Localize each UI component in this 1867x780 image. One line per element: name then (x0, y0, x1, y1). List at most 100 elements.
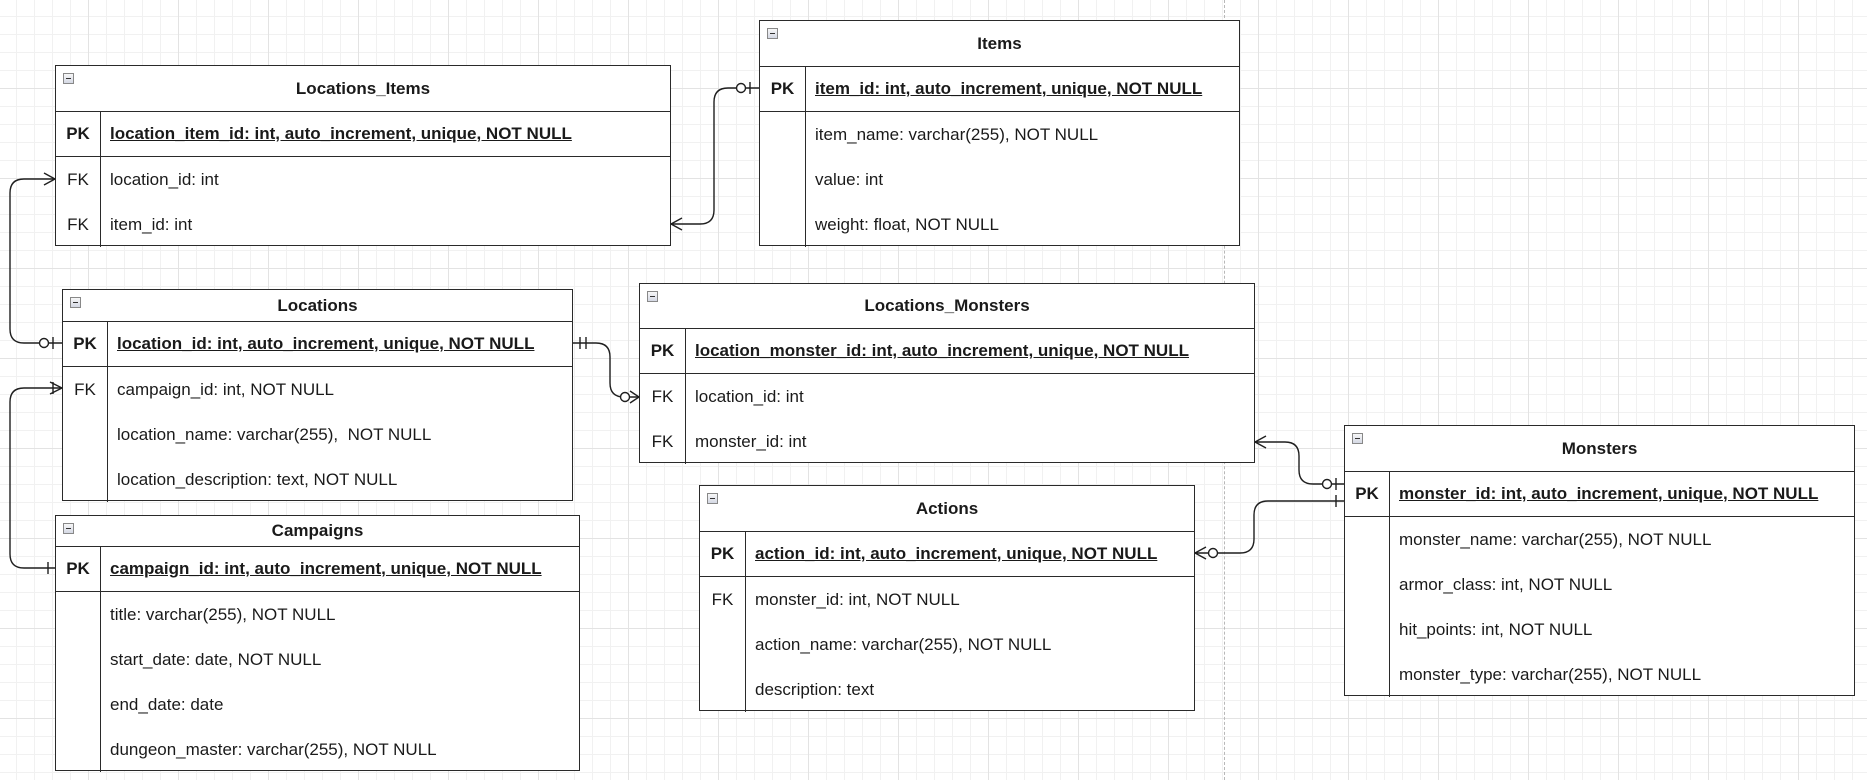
table-locations-monsters[interactable]: Locations_Monsters PK location_monster_i… (639, 283, 1255, 464)
table-row[interactable]: FK location_id: int (56, 157, 670, 202)
field-value: value: int (815, 169, 884, 189)
table-locations-items[interactable]: Locations_Items PK location_item_id: int… (55, 65, 671, 247)
collapse-icon[interactable] (63, 523, 74, 534)
field-monster-id: monster_id: int, NOT NULL (755, 589, 960, 609)
field-campaign-id: campaign_id: int, NOT NULL (117, 379, 335, 399)
table-row[interactable]: hit_points: int, NOT NULL (1345, 607, 1854, 652)
field-monster-name: monster_name: varchar(255), NOT NULL (1399, 529, 1712, 549)
table-row[interactable]: FK item_id: int (56, 202, 670, 247)
fk-label: FK (74, 379, 96, 399)
fk-label: FK (651, 431, 674, 451)
table-row[interactable]: FK monster_id: int (640, 419, 1254, 464)
collapse-icon[interactable] (1352, 433, 1363, 444)
connector-locations-to-locations-items[interactable] (9, 172, 62, 349)
field-location-id: location_id: int (110, 169, 219, 189)
connector-items-to-locations-items[interactable] (670, 82, 759, 231)
field-location-name: location_name: varchar(255), NOT NULL (117, 424, 432, 444)
field-location-id: location_id: int, auto_increment, unique… (117, 334, 535, 353)
table-row[interactable]: PK campaign_id: int, auto_increment, uni… (56, 547, 579, 592)
fk-label: FK (67, 214, 89, 234)
field-hit-points: hit_points: int, NOT NULL (1399, 619, 1593, 639)
table-row[interactable]: weight: float, NOT NULL (760, 202, 1239, 247)
table-row[interactable]: description: text (700, 667, 1194, 712)
field-item-id: item_id: int, auto_increment, unique, NO… (815, 79, 1203, 98)
collapse-icon[interactable] (70, 297, 81, 308)
connector-monsters-to-locations-monsters[interactable] (1254, 435, 1344, 490)
field-start-date: start_date: date, NOT NULL (110, 649, 322, 669)
table-row[interactable]: FK campaign_id: int, NOT NULL (63, 367, 572, 412)
field-monster-id: monster_id: int, auto_increment, unique,… (1399, 484, 1819, 503)
table-row[interactable]: FK location_id: int (640, 374, 1254, 419)
table-title: Items (977, 33, 1022, 53)
table-title: Campaigns (271, 521, 364, 540)
table-row[interactable]: item_name: varchar(255), NOT NULL (760, 112, 1239, 157)
table-row[interactable]: start_date: date, NOT NULL (56, 637, 579, 682)
table-row[interactable]: armor_class: int, NOT NULL (1345, 562, 1854, 607)
collapse-icon[interactable] (647, 291, 658, 302)
pk-label: PK (66, 559, 90, 578)
pk-label: PK (1355, 484, 1379, 503)
table-row[interactable]: PK location_item_id: int, auto_increment… (56, 112, 670, 157)
field-monster-type: monster_type: varchar(255), NOT NULL (1399, 664, 1702, 684)
table-row[interactable]: location_name: varchar(255), NOT NULL (63, 412, 572, 457)
table-row[interactable]: action_name: varchar(255), NOT NULL (700, 622, 1194, 667)
field-armor-class: armor_class: int, NOT NULL (1399, 574, 1613, 594)
table-row[interactable]: monster_name: varchar(255), NOT NULL (1345, 517, 1854, 562)
table-header[interactable]: Monsters (1345, 426, 1854, 472)
table-items[interactable]: Items PK item_id: int, auto_increment, u… (759, 20, 1240, 247)
table-row[interactable]: title: varchar(255), NOT NULL (56, 592, 579, 637)
table-row[interactable]: location_description: text, NOT NULL (63, 457, 572, 502)
field-weight: weight: float, NOT NULL (815, 214, 999, 234)
table-row[interactable]: end_date: date (56, 682, 579, 727)
table-row[interactable]: PK action_id: int, auto_increment, uniqu… (700, 532, 1194, 577)
table-row[interactable]: PK monster_id: int, auto_increment, uniq… (1345, 472, 1854, 517)
field-action-id: action_id: int, auto_increment, unique, … (755, 544, 1158, 563)
connector-monsters-to-actions[interactable] (1194, 495, 1344, 560)
collapse-icon[interactable] (63, 73, 74, 84)
field-item-name: item_name: varchar(255), NOT NULL (815, 124, 1099, 144)
fk-label: FK (651, 386, 674, 406)
table-title: Locations (277, 295, 358, 315)
field-action-name: action_name: varchar(255), NOT NULL (755, 634, 1052, 654)
field-description: description: text (755, 679, 875, 699)
fk-label: FK (67, 169, 89, 189)
fk-label: FK (711, 589, 734, 609)
field-location-monster-id: location_monster_id: int, auto_increment… (695, 341, 1189, 360)
table-header[interactable]: Locations_Items (56, 66, 670, 112)
table-row[interactable]: dungeon_master: varchar(255), NOT NULL (56, 727, 579, 772)
table-header[interactable]: Locations (63, 290, 572, 322)
pk-label: PK (66, 124, 90, 143)
pk-label: PK (770, 79, 795, 98)
table-title: Monsters (1561, 438, 1638, 458)
field-item-id: item_id: int (110, 214, 193, 234)
table-locations[interactable]: Locations PK location_id: int, auto_incr… (62, 289, 573, 502)
table-row[interactable]: FK monster_id: int, NOT NULL (700, 577, 1194, 622)
table-campaigns[interactable]: Campaigns PK campaign_id: int, auto_incr… (55, 515, 580, 772)
connector-locations-to-locations-monsters[interactable] (573, 337, 640, 404)
table-row[interactable]: PK item_id: int, auto_increment, unique,… (760, 67, 1239, 112)
field-location-description: location_description: text, NOT NULL (117, 469, 398, 489)
field-location-id: location_id: int (695, 386, 804, 406)
table-header[interactable]: Items (760, 21, 1239, 67)
table-title: Locations_Items (295, 78, 431, 98)
table-row[interactable]: PK location_monster_id: int, auto_increm… (640, 329, 1254, 374)
field-location-item-id: location_item_id: int, auto_increment, u… (110, 124, 572, 143)
table-row[interactable]: PK location_id: int, auto_increment, uni… (63, 322, 572, 367)
table-header[interactable]: Actions (700, 486, 1194, 532)
field-campaign-id: campaign_id: int, auto_increment, unique… (110, 559, 542, 578)
table-header[interactable]: Campaigns (56, 516, 579, 547)
collapse-icon[interactable] (767, 28, 778, 39)
table-actions[interactable]: Actions PK action_id: int, auto_incremen… (699, 485, 1195, 712)
table-header[interactable]: Locations_Monsters (640, 284, 1254, 329)
table-monsters[interactable]: Monsters PK monster_id: int, auto_increm… (1344, 425, 1855, 697)
pk-label: PK (73, 334, 97, 353)
table-row[interactable]: monster_type: varchar(255), NOT NULL (1345, 652, 1854, 697)
pk-label: PK (710, 544, 735, 563)
collapse-icon[interactable] (707, 493, 718, 504)
connector-campaigns-to-locations[interactable] (9, 381, 63, 574)
table-row[interactable]: value: int (760, 157, 1239, 202)
field-end-date: end_date: date (110, 694, 224, 714)
pk-label: PK (650, 341, 675, 360)
field-monster-id: monster_id: int (695, 431, 807, 451)
